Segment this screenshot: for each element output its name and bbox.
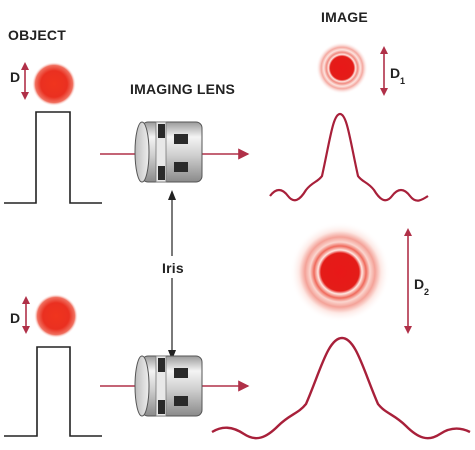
- object-profile-bottom: [4, 346, 102, 437]
- d-label-bottom: D: [10, 310, 20, 326]
- imaging-lens-top: [134, 121, 203, 183]
- iris-label: Iris: [162, 260, 184, 276]
- iris-arrow-up: [168, 190, 176, 200]
- imaging-lens-label: IMAGING LENS: [130, 81, 235, 97]
- d2-subscript: 2: [424, 287, 429, 297]
- d-label-top: D: [10, 69, 20, 85]
- d1-label: D: [390, 65, 400, 81]
- d2-label: D: [414, 276, 424, 292]
- image-spot-small: [316, 42, 368, 94]
- object-spot-bottom: [34, 294, 78, 338]
- object-spot-top: [32, 62, 76, 106]
- object-size-arrow-bottom: [22, 296, 30, 334]
- iris-arrow-down: [168, 350, 176, 360]
- object-label: OBJECT: [8, 27, 66, 43]
- image-size-arrow-d2: [404, 228, 412, 334]
- object-profile-top: [4, 111, 102, 204]
- image-label: IMAGE: [321, 9, 368, 25]
- imaging-lens-bottom: [134, 355, 203, 417]
- image-profile-narrow: [269, 112, 429, 202]
- d1-subscript: 1: [400, 76, 405, 86]
- image-size-arrow-d1: [380, 46, 388, 96]
- object-size-arrow-top: [21, 62, 29, 100]
- image-profile-wide: [211, 336, 471, 440]
- image-spot-large: [290, 222, 390, 322]
